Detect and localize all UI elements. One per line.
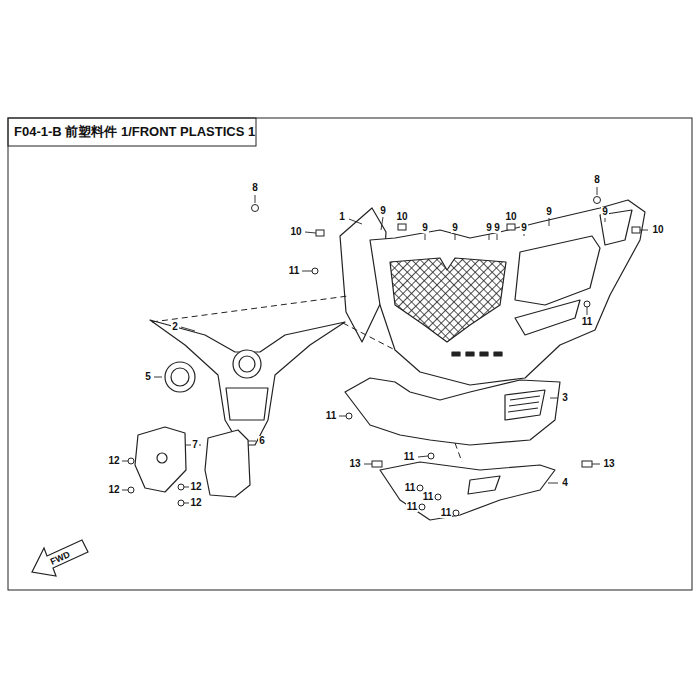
callout-number: 9 <box>379 206 387 216</box>
callout-number: 13 <box>348 459 361 469</box>
callout-number: 9 <box>601 207 609 217</box>
callout-number: 8 <box>251 183 259 193</box>
callout-number: 6 <box>258 436 266 446</box>
callout-number: 11 <box>288 266 301 276</box>
forward-arrow <box>32 540 88 576</box>
callout-number: 11 <box>422 492 435 502</box>
callout-number: 12 <box>189 498 202 508</box>
callout-number: 9 <box>485 223 493 233</box>
fasteners <box>128 197 640 517</box>
callout-number: 12 <box>107 456 120 466</box>
callout-number: 12 <box>189 482 202 492</box>
callout-number: 7 <box>191 440 199 450</box>
callout-number: 9 <box>520 223 528 233</box>
callout-number: 10 <box>289 227 302 237</box>
callout-number: 2 <box>171 322 179 332</box>
callout-number: 10 <box>651 225 664 235</box>
callout-number: 9 <box>451 223 459 233</box>
callout-number: 8 <box>593 175 601 185</box>
callout-number: 4 <box>561 478 569 488</box>
callout-number: 13 <box>602 459 615 469</box>
parts <box>135 200 645 520</box>
callout-number: 11 <box>581 317 594 327</box>
callout-number: 3 <box>561 393 569 403</box>
callout-number: 1 <box>338 212 346 222</box>
callout-number: 12 <box>107 485 120 495</box>
callout-number: 10 <box>504 212 517 222</box>
callout-number: 9 <box>421 223 429 233</box>
callout-number: 9 <box>545 207 553 217</box>
leader-lines <box>122 187 648 503</box>
callout-number: 10 <box>395 212 408 222</box>
callout-number: 11 <box>406 502 419 512</box>
callout-number: 9 <box>493 223 501 233</box>
callout-number: 11 <box>440 508 453 518</box>
callout-number: 5 <box>144 372 152 382</box>
callout-number: 11 <box>404 483 417 493</box>
diagram-title: F04-1-B 前塑料件 1/FRONT PLASTICS 1 <box>14 125 255 138</box>
assembly-lines <box>152 296 462 462</box>
frame <box>8 118 692 590</box>
callout-number: 11 <box>325 411 338 421</box>
callout-number: 11 <box>403 452 416 462</box>
